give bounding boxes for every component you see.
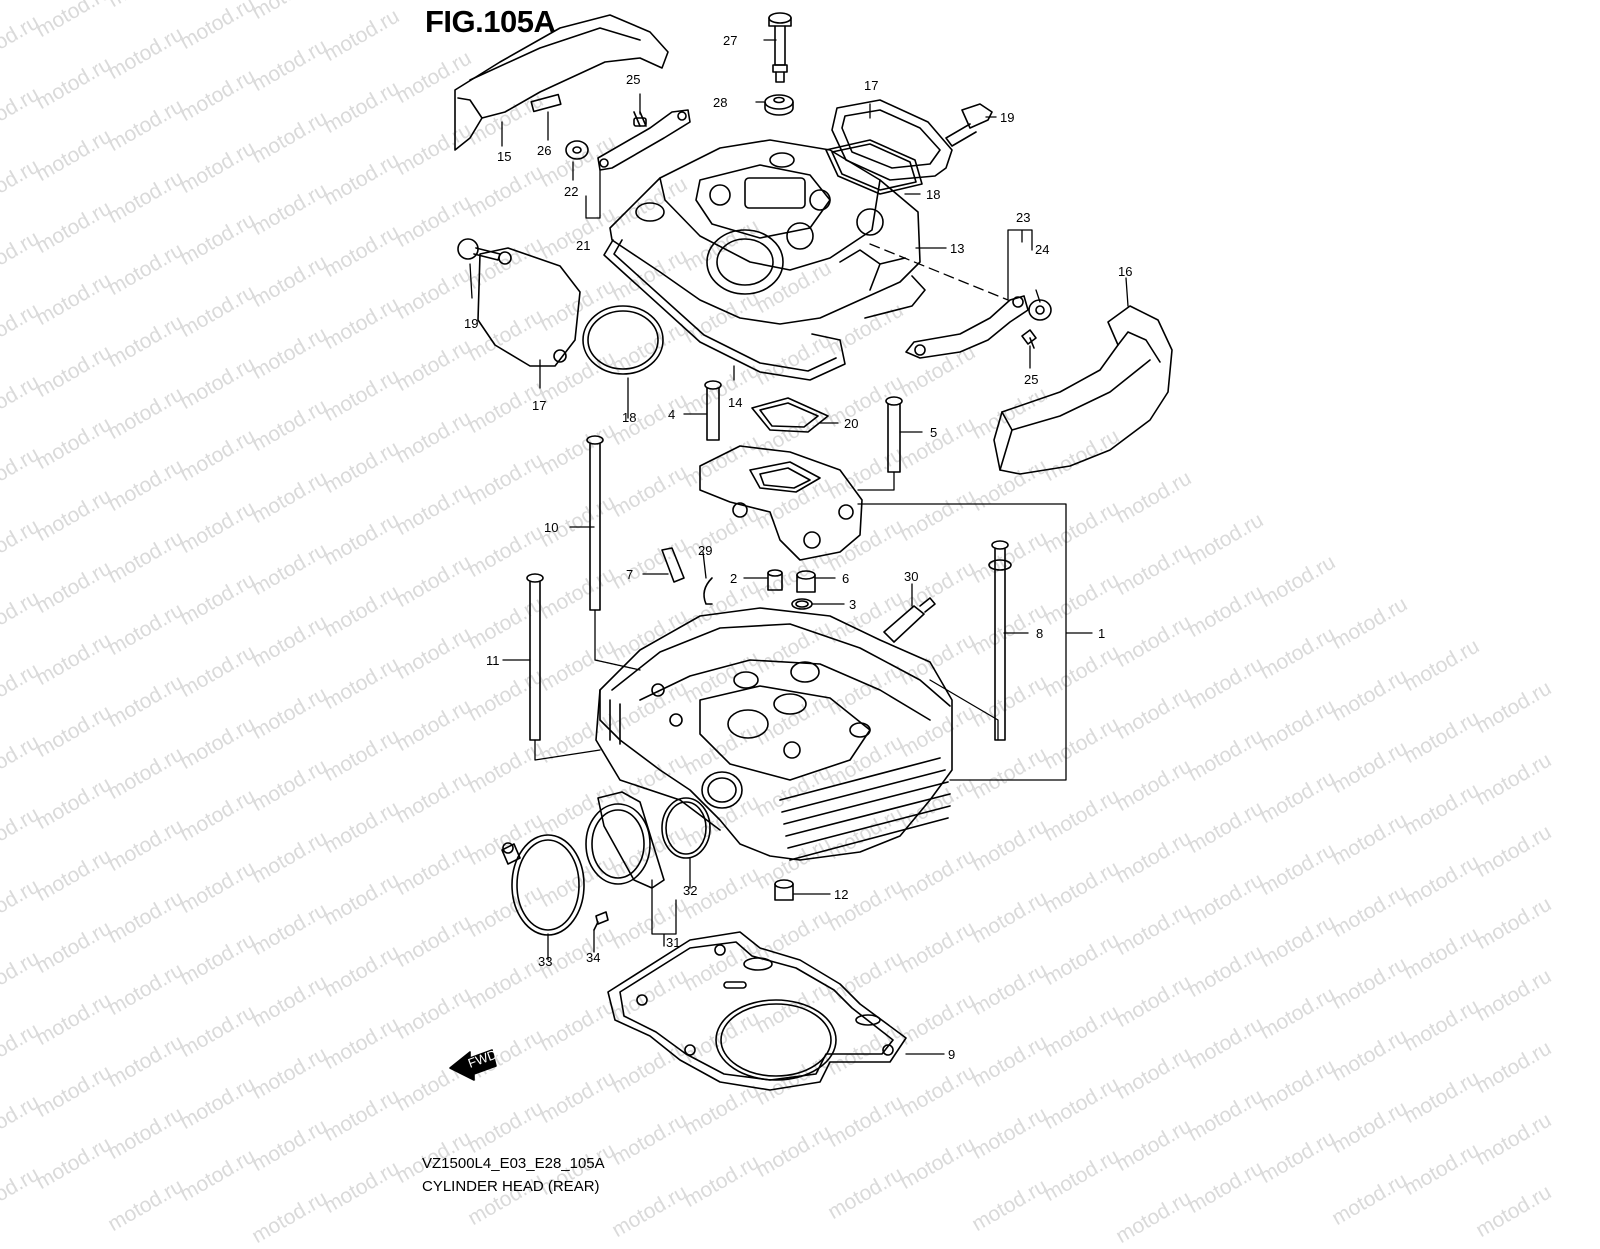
callout-15: 15 [497, 149, 511, 164]
callout-19-lower: 19 [464, 316, 478, 331]
part-32-oring [661, 797, 711, 859]
callout-8: 8 [1036, 626, 1043, 641]
part-17-cap-upper [831, 99, 953, 181]
callout-3: 3 [849, 597, 856, 612]
callout-11: 11 [486, 653, 500, 668]
callout-12: 12 [834, 887, 848, 902]
part-25-bolt-right [1021, 329, 1037, 349]
part-21-bracket [597, 109, 691, 171]
callout-21: 21 [576, 238, 590, 253]
callout-26: 26 [537, 143, 551, 158]
callout-33: 33 [538, 954, 552, 969]
figure-code: VZ1500L4_E03_E28_105A [422, 1155, 605, 1172]
callout-7: 7 [626, 567, 633, 582]
callout-25-upper: 25 [626, 72, 640, 87]
callout-25-right: 25 [1024, 372, 1038, 387]
part-5-bolt [885, 396, 903, 473]
callout-16: 16 [1118, 264, 1132, 279]
part-8-bolt [988, 540, 1012, 741]
part-10-bolt [586, 435, 604, 611]
part-19-bolt-upper [945, 103, 993, 147]
part-3-oring [791, 598, 813, 610]
part-14-cover-gasket [603, 239, 926, 381]
part-31-intake-pipe [585, 791, 665, 889]
part-2-pin [767, 569, 783, 591]
callout-19-upper: 19 [1000, 110, 1014, 125]
part-17-cap-lower [477, 247, 581, 367]
callout-28: 28 [713, 95, 727, 110]
callout-18-lower: 18 [622, 410, 636, 425]
callout-34: 34 [586, 950, 600, 965]
part-11-bolt [526, 573, 544, 741]
part-23-bracket [905, 295, 1029, 359]
callout-20: 20 [844, 416, 858, 431]
figure-title: FIG.105A [425, 4, 556, 39]
exploded-parts-drawing: FWD [449, 12, 1173, 1091]
part-4-bolt [704, 380, 722, 441]
callout-30: 30 [904, 569, 918, 584]
part-28-washer [764, 94, 794, 116]
part-18-oring-lower [582, 305, 664, 375]
callout-23: 23 [1016, 210, 1030, 225]
callout-14: 14 [728, 395, 742, 410]
part-9-head-gasket [607, 931, 907, 1091]
part-7-guide [661, 547, 685, 583]
callout-18-upper: 18 [926, 187, 940, 202]
leader-lines [469, 39, 1129, 1055]
callout-labels: 1 2 3 4 5 6 7 8 9 10 11 12 13 14 15 16 1… [464, 33, 1132, 1062]
part-12-dowel [774, 879, 794, 901]
part-33-clamp [501, 834, 585, 936]
part-1-cylinder-head [595, 607, 953, 861]
part-6-dowel [796, 570, 816, 593]
part-16-cover [993, 305, 1173, 475]
callout-6: 6 [842, 571, 849, 586]
callout-31: 31 [666, 935, 680, 950]
callout-2: 2 [730, 571, 737, 586]
part-25-bolt-upper [633, 111, 647, 127]
callout-17-upper: 17 [864, 78, 878, 93]
part-34-screw [593, 911, 609, 931]
part-18-seal-upper [825, 139, 923, 195]
part-19-bolt-lower [457, 238, 501, 261]
part-24-grommet [1028, 299, 1052, 321]
callout-29: 29 [698, 543, 712, 558]
part-13-head-cover [609, 139, 921, 325]
callout-13: 13 [950, 241, 964, 256]
part-15-cover [454, 14, 669, 151]
callout-17-lower: 17 [532, 398, 546, 413]
figure-name: CYLINDER HEAD (REAR) [422, 1178, 600, 1195]
callout-32: 32 [683, 883, 697, 898]
part-22-grommet [565, 140, 589, 160]
fwd-arrow-icon: FWD [449, 1047, 499, 1081]
part-26-pad [530, 93, 562, 113]
callout-4: 4 [668, 407, 675, 422]
callout-10: 10 [544, 520, 558, 535]
part-29-clip [703, 577, 713, 605]
callout-24: 24 [1035, 242, 1049, 257]
camshaft-holder [699, 445, 863, 561]
callout-27: 27 [723, 33, 737, 48]
part-20-gasket [751, 397, 829, 433]
callout-1: 1 [1098, 626, 1105, 641]
part-30-spark-plug [883, 597, 936, 643]
callout-9: 9 [948, 1047, 955, 1062]
part-27-bolt [768, 12, 792, 83]
callout-5: 5 [930, 425, 937, 440]
callout-22: 22 [564, 184, 578, 199]
